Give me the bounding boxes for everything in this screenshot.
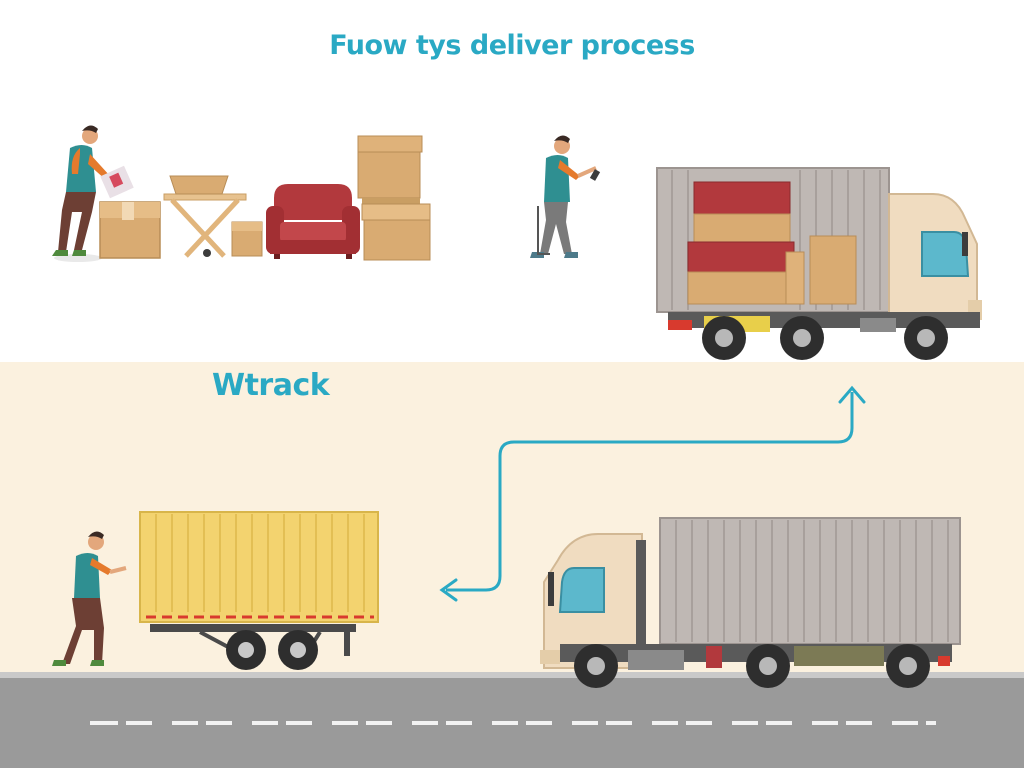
cardboard-box-1 [99, 201, 161, 259]
worker-with-phone [530, 135, 601, 258]
cardboard-box-2 [231, 221, 263, 257]
road [0, 672, 1024, 768]
worker-packing [52, 125, 134, 262]
diagram-title: Fuow tys deliver process [329, 30, 695, 61]
yellow-trailer [139, 511, 379, 670]
stacked-boxes [357, 135, 431, 261]
section-subtitle: Wtrack [212, 368, 330, 403]
loaded-truck [656, 167, 982, 360]
flow-arrow [439, 385, 866, 602]
armchair [266, 184, 360, 259]
worker-pointing [52, 531, 127, 666]
road-edge [0, 672, 1024, 678]
delivery-truck [540, 517, 961, 688]
folding-table [163, 175, 247, 258]
